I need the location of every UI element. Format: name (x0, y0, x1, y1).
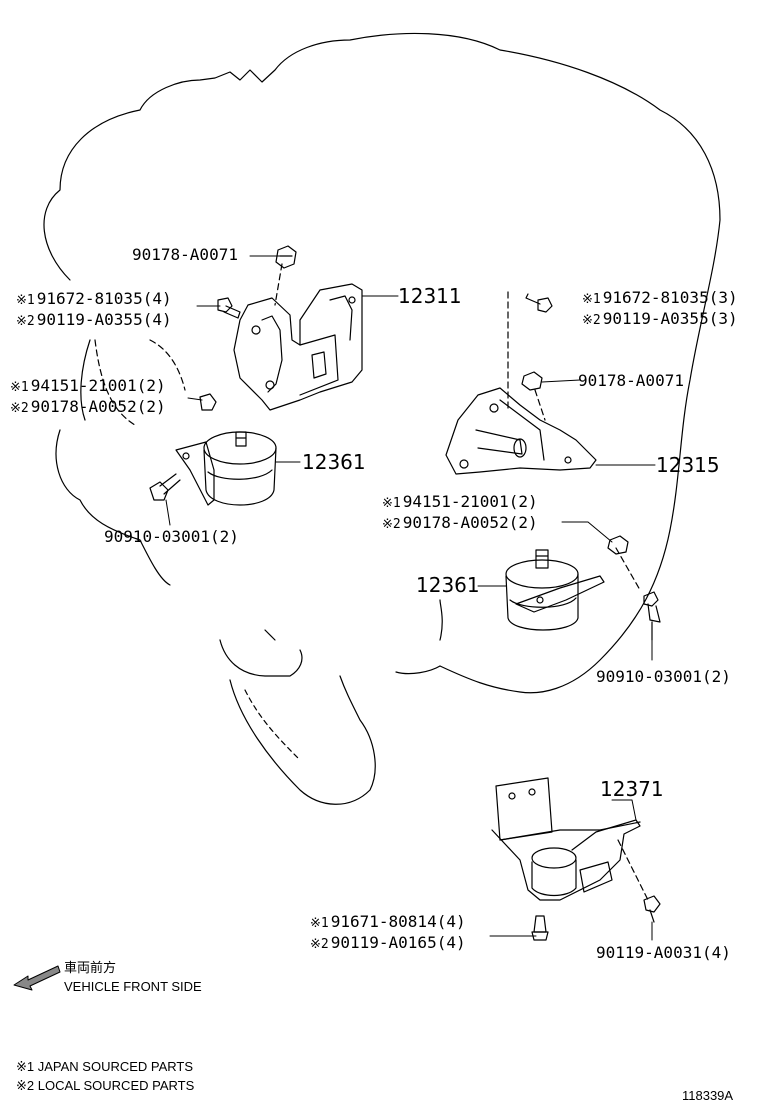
bolt-91672-left (217, 297, 241, 319)
label-90910-right: 90910-03001(2) (596, 667, 731, 686)
front-side-jp: 車両前方 (64, 960, 117, 975)
nut-90178-right (521, 371, 543, 391)
mount-12371 (491, 777, 649, 901)
marker-1: ※1 (382, 496, 401, 511)
bolt-91672-right (525, 293, 553, 313)
front-side-en: VEHICLE FRONT SIDE (64, 979, 202, 994)
label-90119-a0031: 90119-A0031(4) (596, 943, 731, 962)
marker-1: ※1 (582, 292, 601, 307)
mount-12361-right (505, 547, 641, 631)
engine-outline (43, 32, 721, 805)
label-12361-left: 12361 (302, 450, 366, 474)
label-90910-left: 90910-03001(2) (104, 527, 239, 546)
label-90178-a0071-right: 90178-A0071 (578, 371, 684, 390)
legend-japan-sourced: ※1 JAPAN SOURCED PARTS (16, 1059, 194, 1074)
legend-local-sourced: ※2 LOCAL SOURCED PARTS (16, 1078, 195, 1093)
label-12361-right: 12361 (416, 573, 480, 597)
figure-id: 118339A (682, 1088, 734, 1103)
bolt-91671 (531, 915, 549, 941)
marker-1: ※1 (310, 916, 329, 931)
front-arrow-icon (13, 965, 61, 991)
label-12311: 12311 (398, 284, 462, 308)
marker-1: ※1 (16, 293, 35, 308)
nut-90178-a0052-right (607, 535, 629, 555)
bracket-12311 (233, 263, 363, 411)
marker-2: ※2 (310, 937, 329, 952)
nut-90178-top (275, 245, 297, 269)
nut-90178-a0052-left (199, 393, 217, 411)
label-90178-a0071-top: 90178-A0071 (132, 245, 238, 264)
marker-2: ※2 (10, 401, 29, 416)
leader-lines (165, 255, 656, 941)
marker-2: ※2 (382, 517, 401, 532)
label-12315: 12315 (656, 453, 720, 477)
bolt-90910-right (643, 591, 661, 641)
mount-12361-left (175, 431, 277, 506)
marker-1: ※1 (10, 380, 29, 395)
label-12371: 12371 (600, 777, 664, 801)
marker-2: ※2 (582, 313, 601, 328)
marker-2: ※2 (16, 314, 35, 329)
bolt-90119-a0031 (643, 895, 661, 923)
bracket-12315 (445, 291, 597, 475)
bolt-90910-left (149, 473, 181, 501)
